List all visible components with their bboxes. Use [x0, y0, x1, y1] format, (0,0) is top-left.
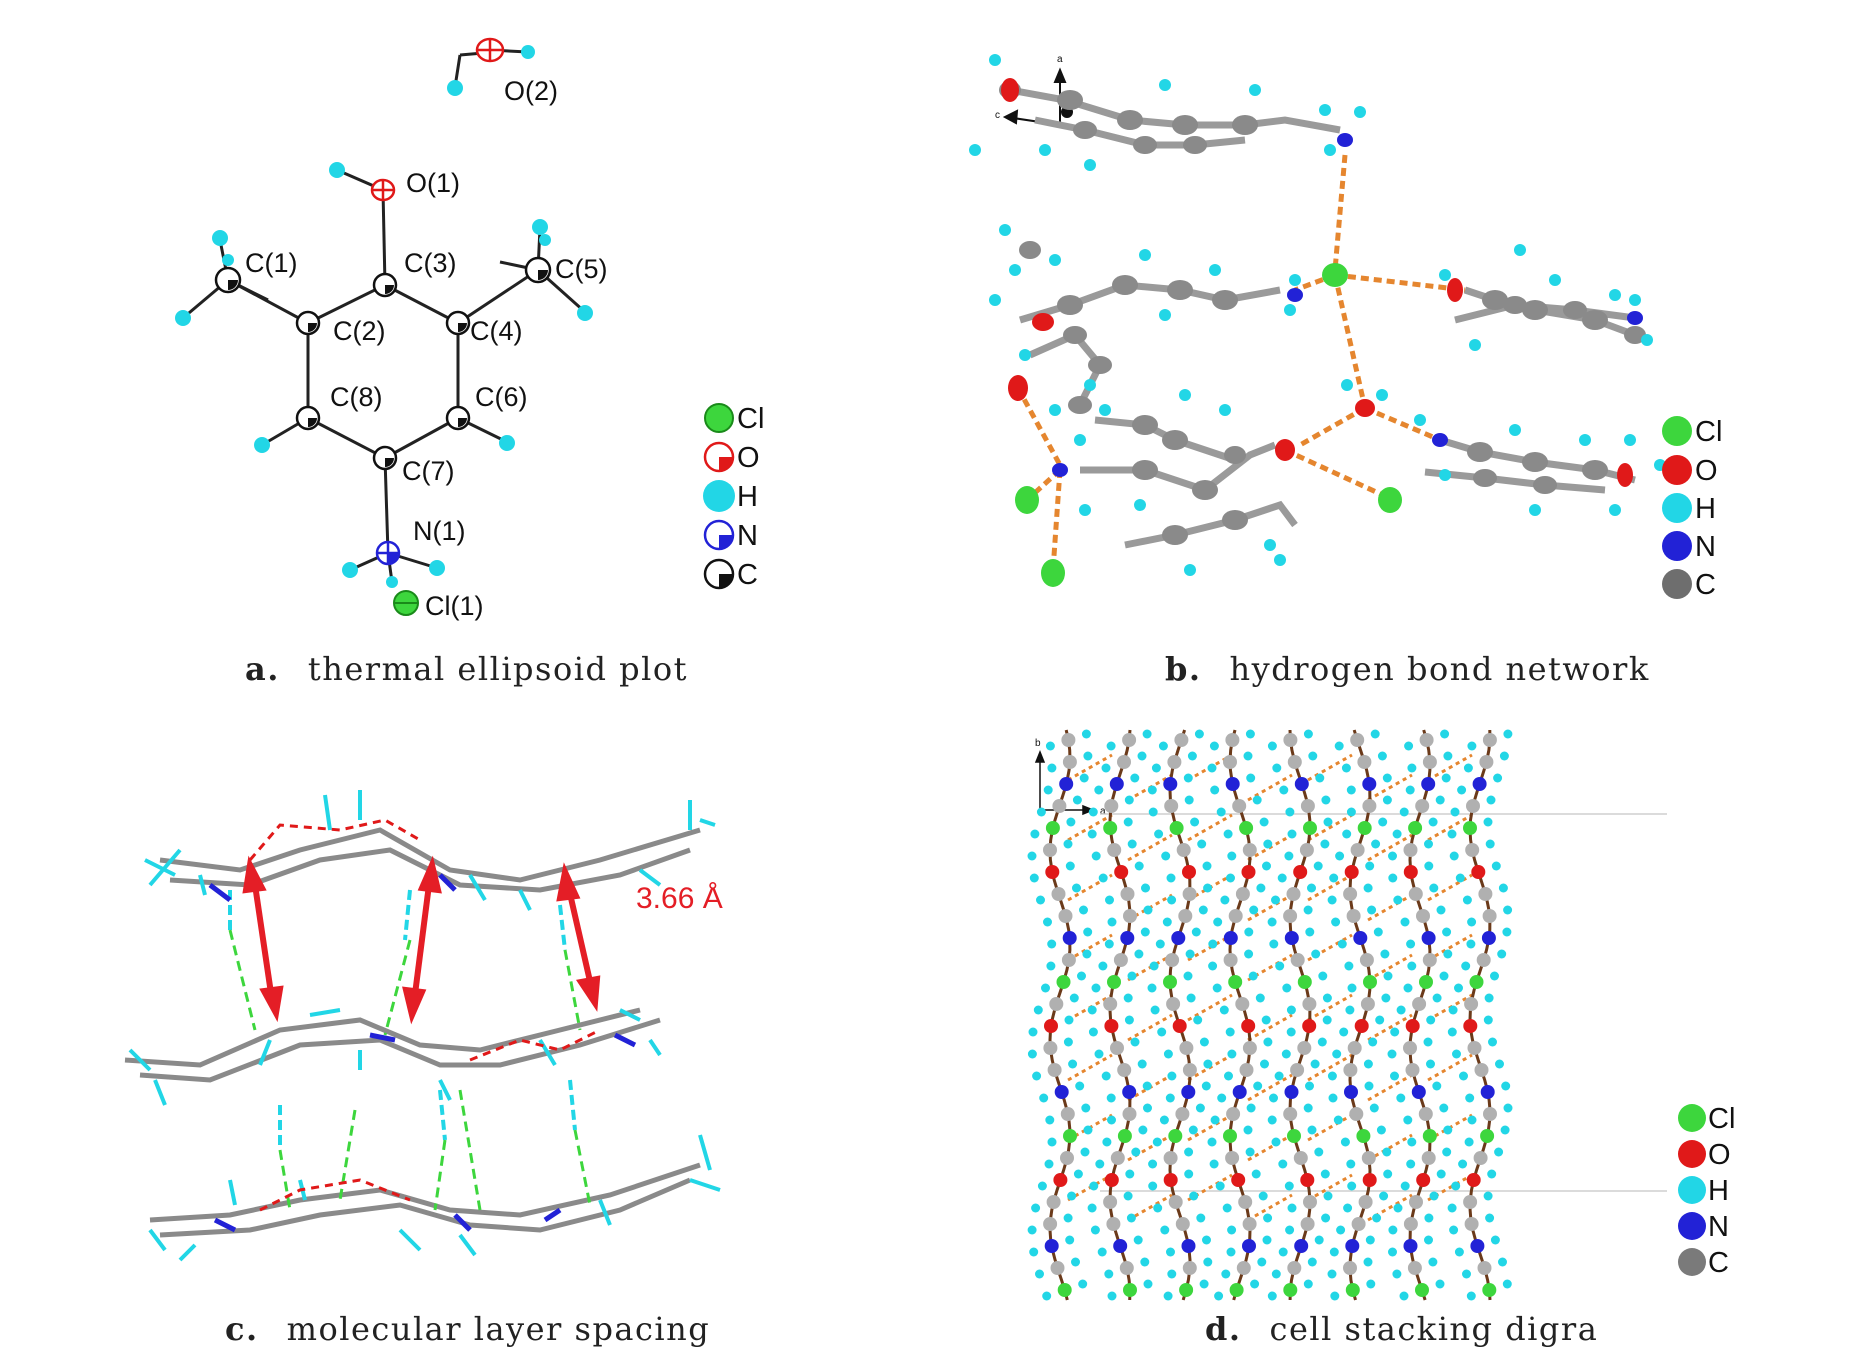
- legend-b-o: O: [1695, 455, 1718, 487]
- hbond-network-svg: a b c: [969, 54, 1722, 601]
- label-c7: C(7): [402, 456, 455, 486]
- axis-label-a-d: a: [1100, 806, 1106, 817]
- caption-a-text: thermal ellipsoid plot: [307, 650, 688, 688]
- label-o2: O(2): [504, 76, 558, 106]
- axis-label-a: a: [1057, 54, 1063, 65]
- label-c2: C(2): [333, 316, 386, 346]
- legend-d-c: C: [1708, 1247, 1729, 1279]
- label-c3: C(3): [404, 248, 457, 278]
- caption-d-text: cell stacking digra: [1269, 1310, 1599, 1348]
- caption-a: a. thermal ellipsoid plot: [245, 650, 688, 688]
- legend-a-h: H: [737, 481, 758, 513]
- axis-label-c: c: [995, 110, 1000, 121]
- label-c8: C(8): [330, 382, 383, 412]
- layer-spacing-svg: 3.66 Å: [124, 790, 723, 1262]
- label-o1: O(1): [406, 168, 460, 198]
- legend-a-n: N: [737, 520, 758, 552]
- legend-b-c: C: [1695, 569, 1716, 601]
- legend-d: Cl O H N C: [1678, 1103, 1735, 1279]
- label-c4: C(4): [470, 316, 523, 346]
- legend-d-o: O: [1708, 1139, 1731, 1171]
- distance-arrows: [242, 855, 601, 1025]
- label-c6: C(6): [475, 382, 528, 412]
- axis-label-b-d: b: [1035, 738, 1041, 749]
- legend-d-h: H: [1708, 1175, 1729, 1207]
- label-c1: C(1): [245, 248, 298, 278]
- legend-a-o: O: [737, 442, 760, 474]
- panel-a-thermal-ellipsoid: O(2) O(1) C(1) C(3) C(5) C(2) C(4) C(8) …: [0, 0, 935, 650]
- panel-c-molecular-layer-spacing: 3.66 Å: [0, 710, 935, 1310]
- caption-d: d. cell stacking digra: [1205, 1310, 1598, 1348]
- legend-a-cl: Cl: [737, 403, 764, 435]
- stack-columns: [1027, 729, 1513, 1301]
- molecular-layers: [124, 827, 701, 1238]
- axis-triad-b: [1002, 67, 1073, 126]
- label-cl1: Cl(1): [425, 591, 484, 621]
- cell-stacking-svg: b a Cl O H N C: [1027, 729, 1735, 1301]
- legend-b-n: N: [1695, 531, 1716, 563]
- legend-d-n: N: [1708, 1211, 1729, 1243]
- caption-c: c. molecular layer spacing: [225, 1310, 710, 1348]
- legend-b: Cl O H N C: [1662, 416, 1722, 601]
- caption-d-label: d.: [1205, 1310, 1242, 1348]
- caption-c-text: molecular layer spacing: [286, 1310, 711, 1348]
- panel-d-cell-stacking: b a Cl O H N C: [935, 710, 1870, 1310]
- ellipsoid-plot-svg: O(2) O(1) C(1) C(3) C(5) C(2) C(4) C(8) …: [175, 37, 764, 621]
- caption-b-label: b.: [1165, 650, 1202, 688]
- caption-c-label: c.: [225, 1310, 259, 1348]
- legend-a-c: C: [737, 559, 758, 591]
- panel-b-hydrogen-bond-network: a b c: [935, 0, 1870, 650]
- legend-a: Cl O H N C: [703, 403, 764, 591]
- legend-b-cl: Cl: [1695, 416, 1722, 448]
- legend-b-h: H: [1695, 493, 1716, 525]
- chlorine-atom: [393, 590, 419, 616]
- caption-b: b. hydrogen bond network: [1165, 650, 1650, 688]
- label-n1: N(1): [413, 516, 466, 546]
- label-c5: C(5): [555, 254, 608, 284]
- oxygen-atoms: [370, 37, 505, 202]
- hydrogen-atoms: [175, 45, 593, 588]
- legend-d-cl: Cl: [1708, 1103, 1735, 1135]
- caption-b-text: hydrogen bond network: [1229, 650, 1650, 688]
- distance-label: 3.66 Å: [636, 882, 723, 915]
- caption-a-label: a.: [245, 650, 280, 688]
